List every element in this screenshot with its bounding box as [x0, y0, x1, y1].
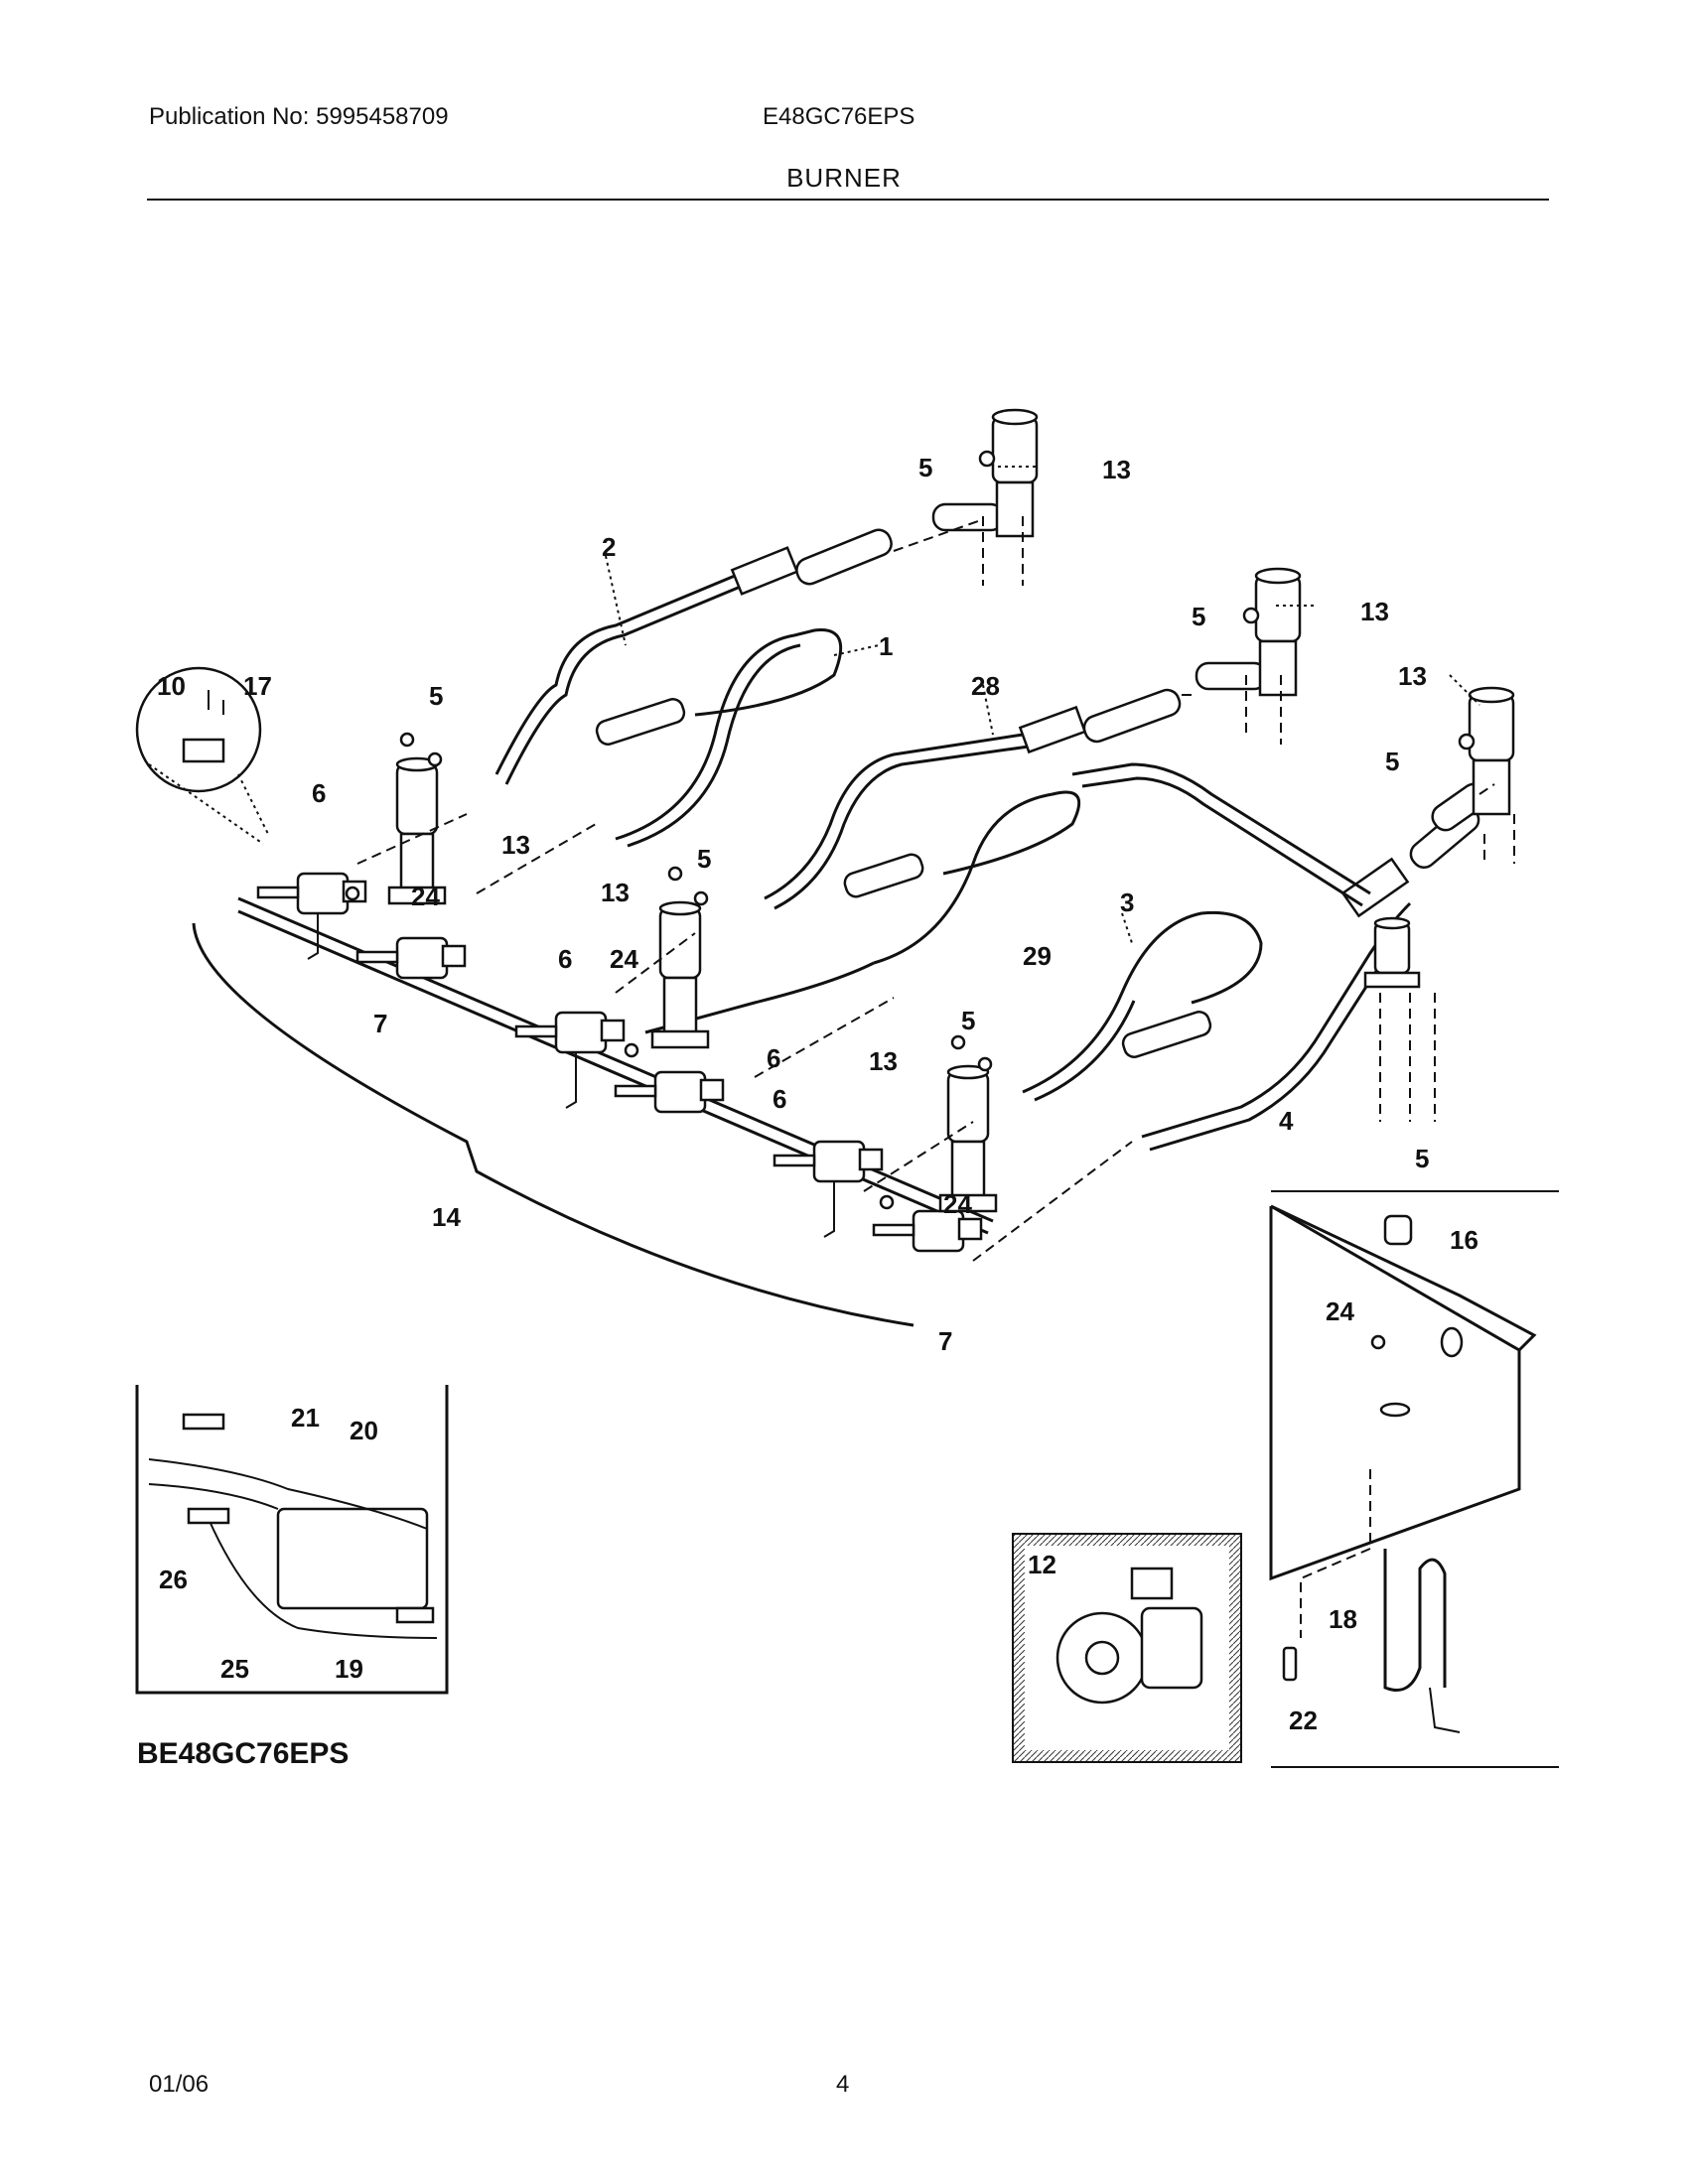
callout-5f: 5: [961, 1006, 975, 1035]
callout-7a: 7: [373, 1009, 387, 1038]
crossover-tube: [1071, 762, 1371, 907]
callout-29: 29: [1023, 941, 1052, 971]
callout-6a: 6: [312, 778, 326, 808]
switch-detail-circle: [135, 666, 269, 845]
tube-29: [644, 790, 1081, 1034]
callout-13a: 13: [1102, 455, 1131, 484]
publication-number: Publication No: 5995458709: [149, 103, 449, 130]
oven-bottom-inset: [1269, 1190, 1559, 1768]
callout-13d: 13: [501, 830, 530, 860]
callout-6d: 6: [773, 1084, 786, 1114]
callout-24d: 24: [1326, 1297, 1354, 1326]
screws: [345, 450, 1476, 1210]
leader-lines: [356, 466, 1515, 1262]
callout-24c: 24: [943, 1189, 972, 1219]
harness-inset: [135, 1385, 449, 1695]
callout-5e: 5: [697, 844, 711, 874]
callout-6c: 6: [767, 1043, 780, 1073]
callout-2: 2: [602, 532, 616, 562]
callout-26: 26: [159, 1565, 188, 1594]
manifold-bracket-14: [192, 922, 914, 1327]
callout-5c: 5: [1385, 747, 1399, 776]
callout-13c: 13: [1398, 661, 1427, 691]
callout-13e: 13: [601, 878, 630, 907]
tube-2: [494, 528, 893, 785]
callout-5g: 5: [1415, 1144, 1429, 1173]
callout-24b: 24: [610, 944, 638, 974]
callout-17: 17: [243, 671, 272, 701]
callout-4: 4: [1279, 1106, 1294, 1136]
callout-3: 3: [1120, 887, 1134, 917]
valves: [256, 872, 983, 1253]
section-title: BURNER: [786, 163, 902, 193]
header-rule: [147, 199, 1549, 201]
callout-22: 22: [1289, 1706, 1318, 1735]
regulator-inset: [1012, 1533, 1242, 1763]
tube-3: [1022, 910, 1263, 1102]
callout-labels: 1 2 3 4 5 5 5 5 5 5 5 6 6 6 6 7 7 10 17 …: [137, 453, 1478, 1770]
callout-7b: 7: [938, 1326, 952, 1356]
callout-20: 20: [350, 1416, 378, 1445]
callout-28: 28: [971, 671, 1000, 701]
callout-12: 12: [1028, 1550, 1056, 1579]
callout-5b: 5: [1192, 602, 1205, 631]
callout-6b: 6: [558, 944, 572, 974]
callout-19: 19: [335, 1654, 363, 1684]
callout-1: 1: [879, 631, 893, 661]
callout-5d: 5: [429, 681, 443, 711]
model-number: E48GC76EPS: [763, 103, 915, 130]
callout-5a: 5: [918, 453, 932, 482]
tube-4: [1141, 804, 1480, 1152]
callout-18: 18: [1329, 1604, 1357, 1634]
callout-16: 16: [1450, 1225, 1478, 1255]
tube-28: [764, 688, 1182, 910]
footer-page-number: 4: [836, 2071, 850, 2098]
burner-bases: [387, 408, 1515, 1213]
callout-13b: 13: [1360, 597, 1389, 626]
callout-21: 21: [291, 1403, 320, 1433]
footer-date: 01/06: [149, 2071, 210, 2098]
callout-14: 14: [432, 1202, 461, 1232]
callout-24a: 24: [411, 882, 440, 911]
callout-13f: 13: [869, 1046, 898, 1076]
inset-model-label: BE48GC76EPS: [137, 1737, 349, 1770]
tube-1: [595, 628, 843, 848]
callout-10: 10: [157, 671, 186, 701]
callout-25: 25: [220, 1654, 249, 1684]
